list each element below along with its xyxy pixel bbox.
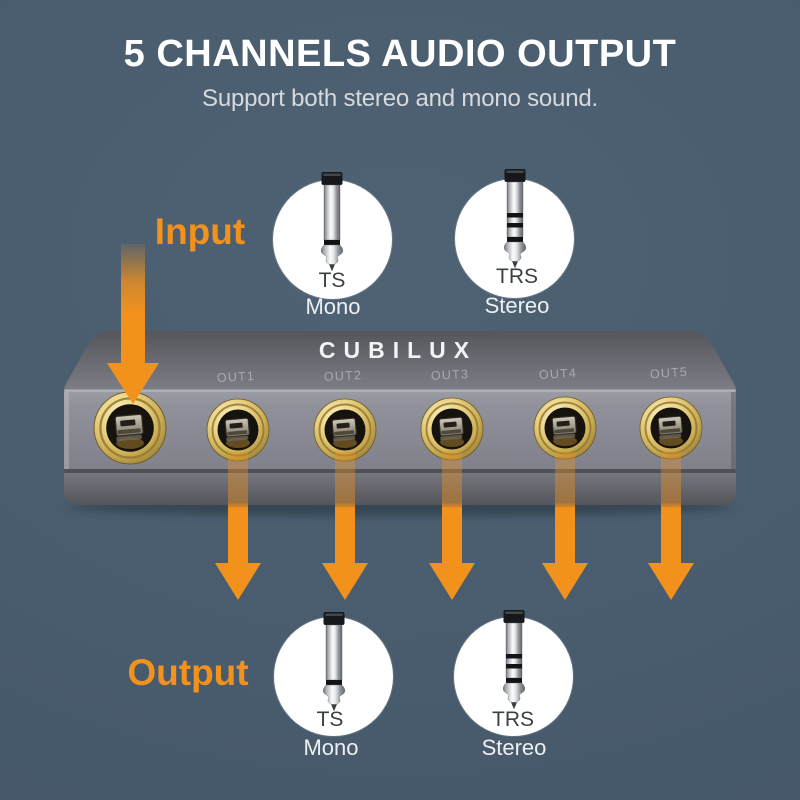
device-right-edge-shade: [731, 392, 736, 469]
device-front-edge-highlight: [64, 389, 736, 392]
port-label-out3: OUT3: [431, 367, 470, 383]
connector-type-bottom-ts: TS: [316, 708, 344, 731]
port-label-out1: OUT1: [217, 369, 256, 385]
connector-mode-top-mono: Mono: [305, 294, 361, 319]
input-jack: [92, 390, 168, 466]
device-groove: [64, 469, 736, 473]
trs-plug-icon: [500, 169, 530, 269]
connector-mode-bottom-stereo: Stereo: [481, 735, 547, 760]
flow-arrows: [107, 244, 694, 600]
ts-plug-icon: [319, 612, 349, 712]
ts-plug-icon: [317, 172, 347, 272]
connector-mode-bottom-mono: Mono: [303, 735, 359, 760]
output-arrow-icon-1: [215, 452, 261, 600]
output-jack-3: [420, 397, 484, 461]
input-label: Input: [154, 211, 246, 252]
page-subtitle: Support both stereo and mono sound.: [202, 85, 598, 112]
output-jack-2: [313, 398, 377, 462]
output-arrow-icon-5: [648, 452, 694, 600]
output-arrow-icon-4: [542, 452, 588, 600]
port-labels: OUT1 OUT2 OUT3 OUT4 OUT5: [217, 365, 689, 385]
output-jack-4: [533, 396, 597, 460]
device-top-face: [64, 331, 736, 391]
output-arrow-icon-3: [429, 452, 475, 600]
brand-logo: CUBILUX: [319, 337, 477, 363]
output-arrow-icon-2: [322, 452, 368, 600]
device-front-face: [64, 392, 736, 469]
port-label-out2: OUT2: [324, 368, 363, 384]
connector-mode-top-stereo: Stereo: [484, 293, 550, 318]
output-jack-1: [206, 398, 270, 462]
input-arrow-icon: [107, 244, 159, 404]
port-label-out5: OUT5: [649, 365, 688, 382]
device-left-edge-highlight: [64, 392, 69, 469]
connector-type-top-trs: TRS: [496, 265, 538, 288]
splitter-device: CUBILUX OUT1 OUT2 OUT3 OUT4 OUT5: [64, 331, 736, 516]
port-label-out4: OUT4: [539, 366, 578, 382]
output-jack-5: [639, 396, 703, 460]
page-title: 5 CHANNELS AUDIO OUTPUT: [123, 33, 677, 75]
device-bottom-band: [64, 473, 736, 505]
connector-type-bottom-trs: TRS: [492, 708, 534, 731]
trs-plug-icon: [499, 610, 529, 710]
output-label: Output: [127, 652, 249, 693]
connector-type-top-ts: TS: [318, 269, 346, 292]
